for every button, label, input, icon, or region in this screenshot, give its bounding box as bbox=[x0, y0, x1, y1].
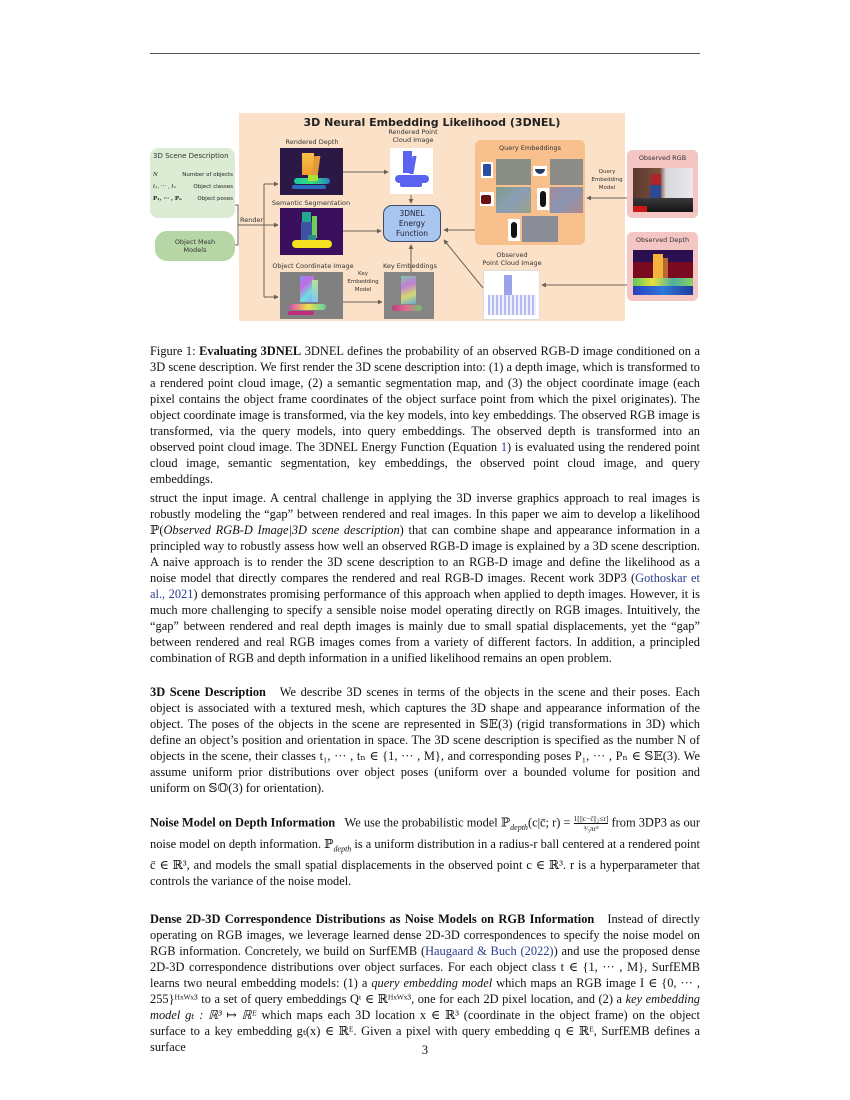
paragraph-noise-model-depth: Noise Model on Depth Information We use … bbox=[150, 814, 700, 889]
semantic-segmentation-image bbox=[280, 208, 343, 255]
energy-function-box: 3DNEL Energy Function bbox=[383, 205, 441, 242]
figure-title: 3D Neural Embedding Likelihood (3DNEL) bbox=[303, 116, 561, 129]
caption-bold-title: Evaluating 3DNEL bbox=[199, 344, 302, 358]
scene-description-heading: 3D Scene Description bbox=[153, 152, 229, 160]
query-map-1 bbox=[496, 159, 531, 185]
equation-1-link[interactable]: 1 bbox=[500, 440, 508, 454]
depth-fraction: 1[||c−c̄||₂≤r]⁴⁄₃πr³ bbox=[573, 814, 609, 833]
figure-arrows bbox=[235, 169, 627, 305]
observed-point-cloud-label: Observed Point Cloud Image bbox=[482, 251, 542, 267]
section-heading-3d-scene: 3D Scene Description bbox=[150, 685, 266, 699]
page-number: 3 bbox=[421, 1043, 429, 1057]
query-map-2 bbox=[550, 159, 583, 185]
rendered-depth-label: Rendered Depth bbox=[285, 138, 339, 146]
header-rule bbox=[150, 53, 700, 54]
citation-gothoskar-2021[interactable]: Gothoskar et al., 2021 bbox=[150, 571, 700, 601]
observed-rgb-image bbox=[633, 168, 693, 212]
observed-rgb-label: Observed RGB bbox=[638, 154, 687, 162]
paragraph-dense-correspondence: Dense 2D-3D Correspondence Distributions… bbox=[150, 912, 701, 1054]
query-map-4 bbox=[550, 187, 583, 213]
rendered-point-cloud-image bbox=[390, 148, 433, 194]
rendered-depth-image bbox=[280, 148, 343, 195]
object-coordinate-image-label: Object Coordinate Image bbox=[272, 262, 354, 270]
paragraph-3d-scene-description: 3D Scene Description We describe 3D scen… bbox=[150, 685, 700, 795]
caption-label: Figure 1: bbox=[150, 344, 196, 358]
object-thumb-mug bbox=[480, 192, 494, 206]
figure-caption: Figure 1: Evaluating 3DNEL 3DNEL defines… bbox=[150, 343, 700, 487]
key-embeddings-image bbox=[384, 272, 434, 319]
section-heading-dense-correspondence: Dense 2D-3D Correspondence Distributions… bbox=[150, 912, 595, 926]
figure-1: 3D Neural Embedding Likelihood (3DNEL) 3… bbox=[0, 0, 850, 330]
query-embeddings-label: Query Embeddings bbox=[498, 144, 562, 152]
observed-point-cloud-image bbox=[483, 270, 540, 320]
section-heading-noise-depth: Noise Model on Depth Information bbox=[150, 815, 336, 830]
key-embeddings-label: Key Embeddings bbox=[382, 262, 438, 270]
query-map-5 bbox=[522, 216, 558, 242]
observed-depth-image bbox=[633, 250, 693, 295]
render-label: Render bbox=[240, 216, 264, 224]
object-thumb-clamp-1 bbox=[537, 188, 549, 210]
query-embedding-model-label: Query Embedding Model bbox=[591, 169, 623, 191]
rendered-point-cloud-label: Rendered Point Cloud Image bbox=[388, 128, 438, 144]
object-thumb-clamp-2 bbox=[508, 219, 520, 241]
object-thumb-bowl bbox=[533, 166, 547, 176]
caption-text-a: 3DNEL defines the probability of an obse… bbox=[150, 344, 700, 454]
semantic-segmentation-label: Semantic Segmentation bbox=[271, 199, 351, 207]
object-thumb-can bbox=[481, 162, 493, 178]
key-embedding-model-label: Key Embedding Model bbox=[347, 271, 379, 293]
caption-text-b: ) is evaluated using the rendered point … bbox=[150, 440, 701, 486]
object-mesh-models-box: Object Mesh Models bbox=[155, 231, 235, 261]
observed-depth-label: Observed Depth bbox=[635, 236, 690, 244]
query-map-3 bbox=[496, 187, 531, 213]
citation-haugaard-buch-2022[interactable]: Haugaard & Buch (2022) bbox=[425, 944, 554, 958]
likelihood-italic: Observed RGB-D Image|3D scene descriptio… bbox=[163, 523, 400, 537]
paragraph-intro: struct the input image. A central challe… bbox=[150, 491, 700, 665]
object-coordinate-image bbox=[280, 272, 343, 319]
